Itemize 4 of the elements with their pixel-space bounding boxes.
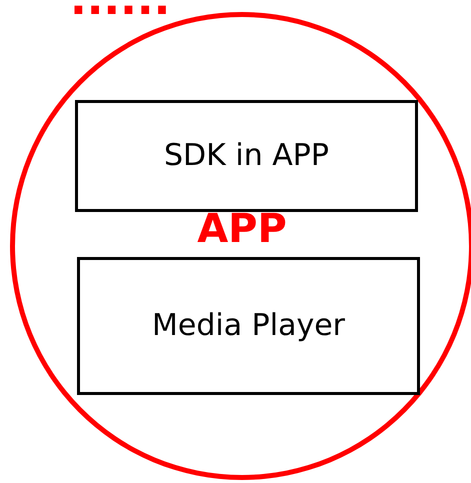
component-box: SDK in APP (75, 100, 418, 212)
component-box: Media Player (77, 257, 420, 395)
heading-fragment: ...... (70, 0, 170, 22)
app-circle (10, 12, 471, 480)
